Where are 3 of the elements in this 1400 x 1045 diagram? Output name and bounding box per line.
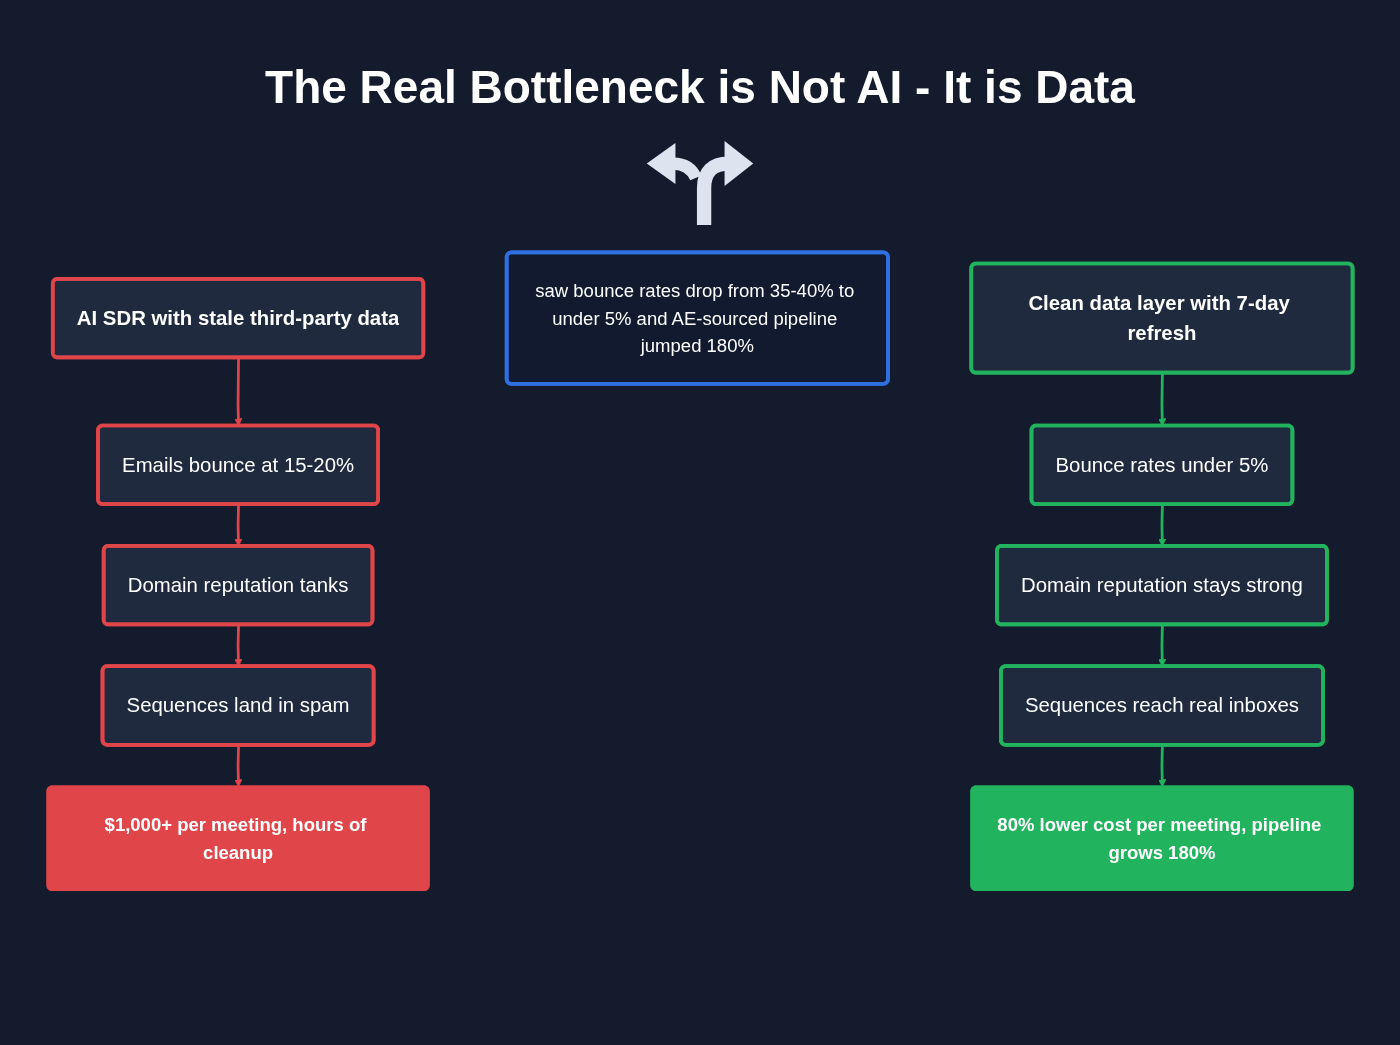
title: The Real Bottleneck is Not AI - It is Data [265, 60, 1135, 115]
arrow [1158, 745, 1167, 788]
arrow [234, 745, 243, 788]
